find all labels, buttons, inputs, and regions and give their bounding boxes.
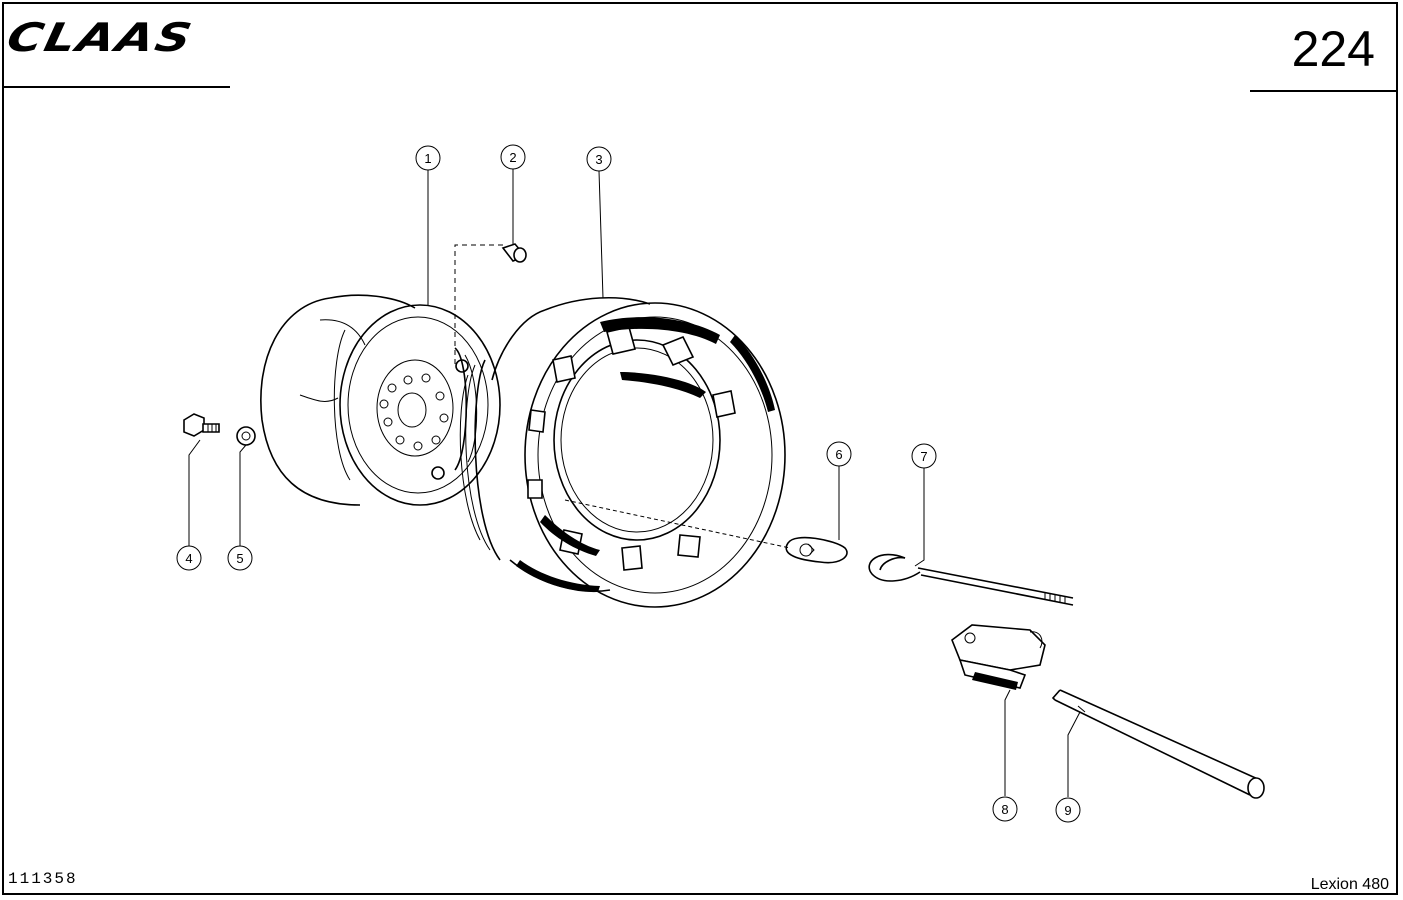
part-6-plate [564,499,848,564]
part-3-outer-rim [459,297,786,608]
part-2-valve [454,243,527,365]
callout-8: 8 [992,796,1018,822]
drawing-number: 111358 [8,870,78,888]
svg-text:1: 1 [424,151,431,166]
callout-2: 2 [500,144,526,170]
part-1-inner-rim [260,294,501,506]
svg-text:9: 9 [1064,803,1071,818]
callout-4: 4 [176,545,202,571]
page-number: 224 [1291,21,1375,77]
svg-text:5: 5 [236,551,243,566]
header-rule-right [1250,90,1398,92]
callout-7: 7 [911,443,937,469]
part-7-hook-rod [868,553,1074,606]
svg-text:2: 2 [509,150,516,165]
svg-text:3: 3 [595,152,602,167]
callout-leaders [188,169,1081,797]
svg-text:6: 6 [835,447,842,462]
part-8-clamp [951,624,1046,690]
part-9-lever-bar [1051,689,1265,799]
callout-9: 9 [1055,797,1081,823]
svg-text:7: 7 [920,449,927,464]
model-label: Lexion 480 [1310,876,1389,893]
svg-text:4: 4 [185,551,192,566]
callout-6: 6 [826,441,852,467]
callout-1: 1 [415,145,441,171]
callout-5: 5 [227,545,253,571]
part-5-washer [236,426,256,446]
svg-text:8: 8 [1001,802,1008,817]
callout-3: 3 [586,146,612,172]
part-4-wheel-bolt [183,413,220,437]
header-rule-left [4,86,230,88]
